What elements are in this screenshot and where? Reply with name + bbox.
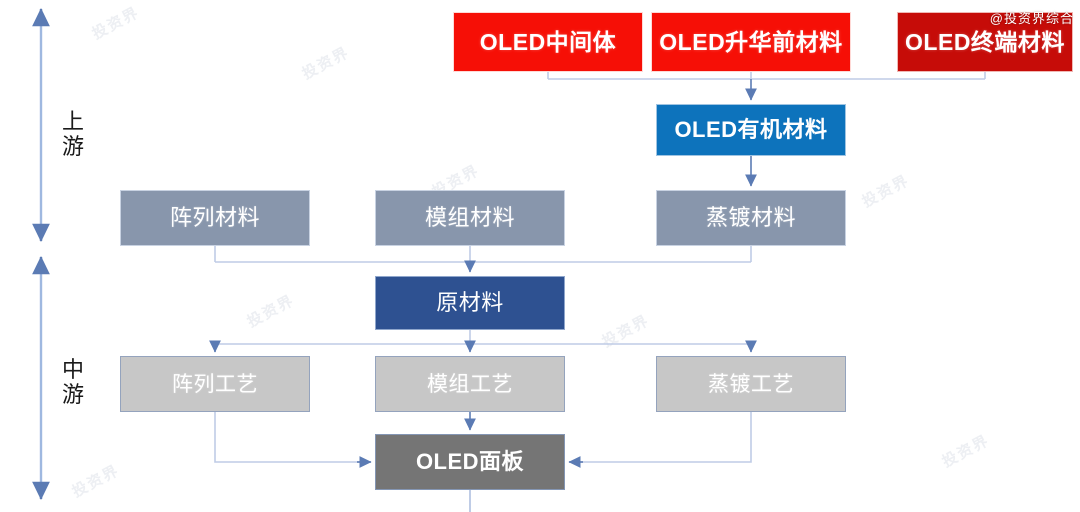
stage-label-upstream: 上游 [61, 109, 84, 159]
edge-material-row-to-raw [214, 246, 752, 263]
edge-array-process-to-panel [214, 412, 365, 463]
node-label: OLED面板 [415, 449, 525, 474]
node-oled-panel[interactable]: OLED面板 [375, 434, 565, 490]
node-evaporation-material[interactable]: 蒸镀材料 [656, 190, 846, 246]
node-label: OLED终端材料 [905, 28, 1065, 55]
node-label: OLED升华前材料 [659, 28, 843, 55]
edge-raw-to-process-bus [215, 330, 751, 345]
node-array-process[interactable]: 阵列工艺 [120, 356, 310, 412]
node-oled-organic[interactable]: OLED有机材料 [656, 104, 846, 156]
node-label: 阵列材料 [169, 205, 260, 230]
node-array-material[interactable]: 阵列材料 [120, 190, 310, 246]
node-pre-sublimation[interactable]: OLED升华前材料 [651, 12, 851, 72]
edge-red-row-to-organic [547, 72, 986, 80]
edge-evaporation-process-to-panel [575, 412, 752, 463]
node-evaporation-process[interactable]: 蒸镀工艺 [656, 356, 846, 412]
node-raw-material[interactable]: 原材料 [375, 276, 565, 330]
node-label: 原材料 [436, 290, 504, 315]
node-label: 模组材料 [424, 205, 515, 230]
node-label: 蒸镀材料 [705, 205, 796, 230]
node-label: 蒸镀工艺 [708, 372, 794, 396]
node-module-process[interactable]: 模组工艺 [375, 356, 565, 412]
node-label: 模组工艺 [427, 372, 513, 396]
node-label: OLED有机材料 [674, 117, 828, 142]
node-oled-intermediate[interactable]: OLED中间体 [453, 12, 643, 72]
node-terminal-material[interactable]: OLED终端材料 [897, 12, 1073, 72]
node-module-material[interactable]: 模组材料 [375, 190, 565, 246]
node-label: 阵列工艺 [172, 372, 258, 396]
node-label: OLED中间体 [479, 28, 617, 55]
stage-label-midstream: 中游 [61, 357, 84, 407]
source-watermark-badge: @投资界综合 [989, 11, 1074, 26]
